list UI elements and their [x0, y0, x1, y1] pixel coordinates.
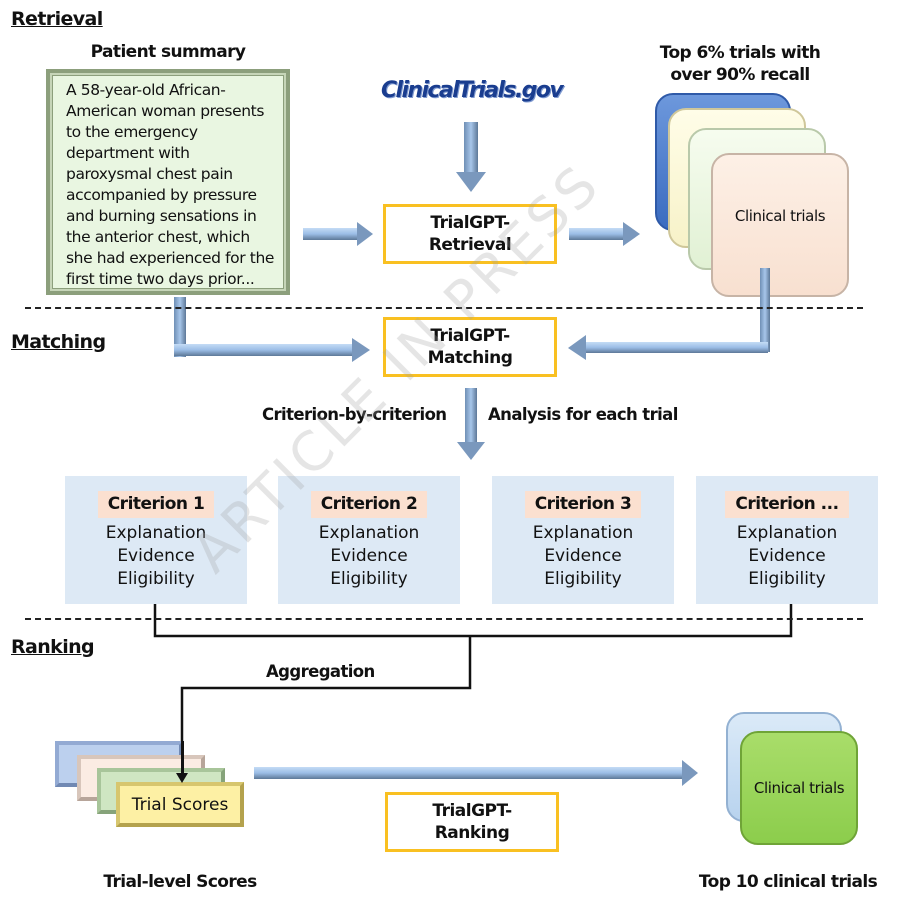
- module-name-line2: Retrieval: [428, 235, 512, 255]
- criterion-item: Evidence: [748, 546, 826, 566]
- criterion-item: Explanation: [736, 523, 838, 543]
- arrow-retrieval-to-trials: [569, 222, 640, 246]
- trialgpt-ranking-box: TrialGPT- Ranking: [385, 792, 559, 852]
- summary-line: paroxysmal chest pain: [66, 165, 233, 183]
- top-trials-title-line2: over 90% recall: [670, 65, 810, 85]
- arrow-trials-to-matching: [568, 290, 770, 360]
- summary-line: American woman presents: [66, 102, 264, 120]
- clinicaltrials-gov-logo: ClinicalTrials.gov: [381, 78, 564, 103]
- criterion-item: Evidence: [330, 546, 408, 566]
- summary-line: A 58-year-old African-: [66, 81, 226, 99]
- module-name-line2: Ranking: [434, 823, 510, 843]
- trial-scores-card: Trial Scores: [116, 782, 244, 827]
- trialgpt-matching-box: TrialGPT- Matching: [383, 317, 557, 377]
- aggregation-arrow-stem: [181, 741, 184, 774]
- top-trials-title-line1: Top 6% trials with: [659, 43, 821, 63]
- arrow-summary-to-matching: [174, 297, 370, 362]
- criterion-item: Evidence: [544, 546, 622, 566]
- summary-line: accompanied by pressure: [66, 186, 257, 204]
- criterion-title: Criterion 3: [524, 491, 642, 518]
- aggregation-connector: [153, 604, 793, 774]
- aggregation-label: Aggregation: [266, 662, 375, 681]
- criterion-item: Explanation: [318, 523, 420, 543]
- criterion-item: Evidence: [117, 546, 195, 566]
- module-name-line2: Matching: [427, 348, 513, 368]
- criterion-card-1: Criterion 1 Explanation Evidence Eligibi…: [65, 476, 247, 604]
- top10-card-label: Clinical trials: [753, 779, 845, 797]
- trial-level-scores-caption: Trial-level Scores: [103, 872, 257, 892]
- top10-card-front: Clinical trials: [740, 731, 858, 845]
- criterion-title: Criterion ...: [725, 491, 849, 518]
- trial-card-front: Clinical trials: [711, 153, 849, 297]
- criterion-item: Explanation: [532, 523, 634, 543]
- arrow-summary-to-retrieval: [303, 222, 373, 246]
- arrow-scores-to-top10: [254, 760, 698, 786]
- aggregation-arrowhead-icon: [176, 773, 188, 783]
- separator-retrieval-matching: [25, 307, 863, 309]
- summary-line: department with: [66, 144, 190, 162]
- criterion-card-2: Criterion 2 Explanation Evidence Eligibi…: [278, 476, 460, 604]
- patient-summary-title: Patient summary: [90, 42, 246, 62]
- summary-line: she had experienced for the: [66, 249, 275, 267]
- analysis-caption: Analysis for each trial: [488, 405, 678, 424]
- section-label-matching: Matching: [11, 331, 106, 353]
- patient-summary-box: A 58-year-old African- American woman pr…: [46, 69, 290, 295]
- trial-scores-label: Trial Scores: [131, 794, 229, 815]
- trial-card-label: Clinical trials: [734, 207, 826, 225]
- trialgpt-retrieval-box: TrialGPT- Retrieval: [383, 204, 557, 264]
- summary-line: first time two days prior...: [66, 270, 255, 288]
- summary-line: the anterior chest, which: [66, 228, 250, 246]
- criterion-by-criterion-caption: Criterion-by-criterion: [262, 405, 447, 424]
- section-label-ranking: Ranking: [11, 636, 95, 658]
- module-name-line1: TrialGPT-: [432, 801, 512, 821]
- section-label-retrieval: Retrieval: [11, 8, 103, 30]
- arrow-matching-to-criteria: [457, 388, 485, 460]
- criterion-item: Eligibility: [330, 569, 408, 589]
- module-name-line1: TrialGPT-: [430, 213, 510, 233]
- summary-line: to the emergency: [66, 123, 198, 141]
- trials-down-stem: [760, 268, 770, 298]
- criterion-item: Eligibility: [748, 569, 826, 589]
- arrow-ctgov-to-retrieval: [456, 122, 486, 192]
- module-name-line1: TrialGPT-: [430, 326, 510, 346]
- criterion-item: Explanation: [105, 523, 207, 543]
- summary-line: and burning sensations in: [66, 207, 257, 225]
- top10-caption: Top 10 clinical trials: [698, 872, 878, 892]
- top-trials-title: Top 6% trials with over 90% recall: [640, 42, 840, 86]
- criterion-card-more: Criterion ... Explanation Evidence Eligi…: [696, 476, 878, 604]
- criterion-item: Eligibility: [544, 569, 622, 589]
- criterion-title: Criterion 2: [310, 491, 428, 518]
- criterion-item: Eligibility: [117, 569, 195, 589]
- criterion-card-3: Criterion 3 Explanation Evidence Eligibi…: [492, 476, 674, 604]
- criterion-title: Criterion 1: [97, 491, 215, 518]
- separator-matching-ranking: [25, 618, 863, 620]
